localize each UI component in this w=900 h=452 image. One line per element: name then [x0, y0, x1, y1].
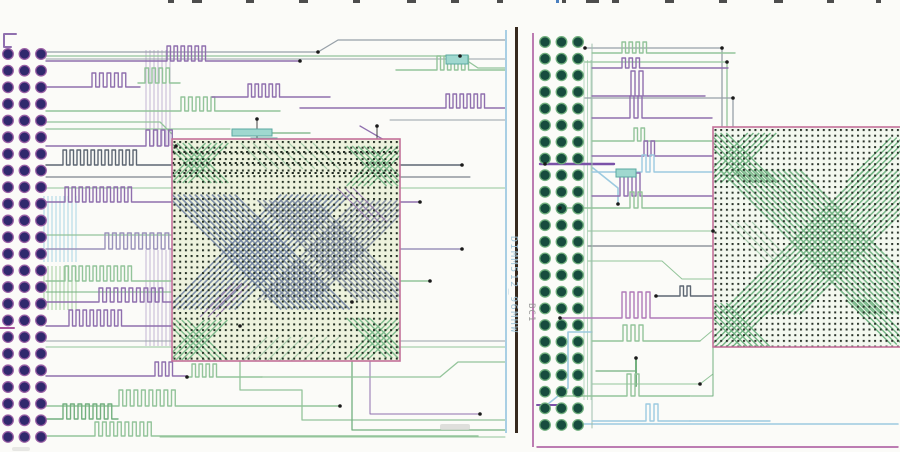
right-connector-vias [539, 36, 584, 431]
component-pad [615, 168, 637, 178]
right-test-point-dots [543, 46, 735, 386]
connector-ref-label: BC1 [526, 303, 536, 322]
right-routing-traces [536, 41, 900, 448]
board-divider: DIMM512_96MHW BC1 [505, 27, 536, 447]
component-pad [445, 54, 469, 65]
artifact-smudges [12, 424, 470, 451]
right-bga-package [712, 126, 900, 348]
component-pad [231, 128, 273, 137]
top-crop-marks [168, 0, 881, 3]
dimm-net-label: DIMM512_96MHW [508, 236, 519, 334]
left-test-point-dots [174, 50, 482, 416]
left-connector-vias [2, 48, 47, 443]
left-bga-package [171, 138, 401, 362]
left-routing-traces [0, 33, 506, 438]
